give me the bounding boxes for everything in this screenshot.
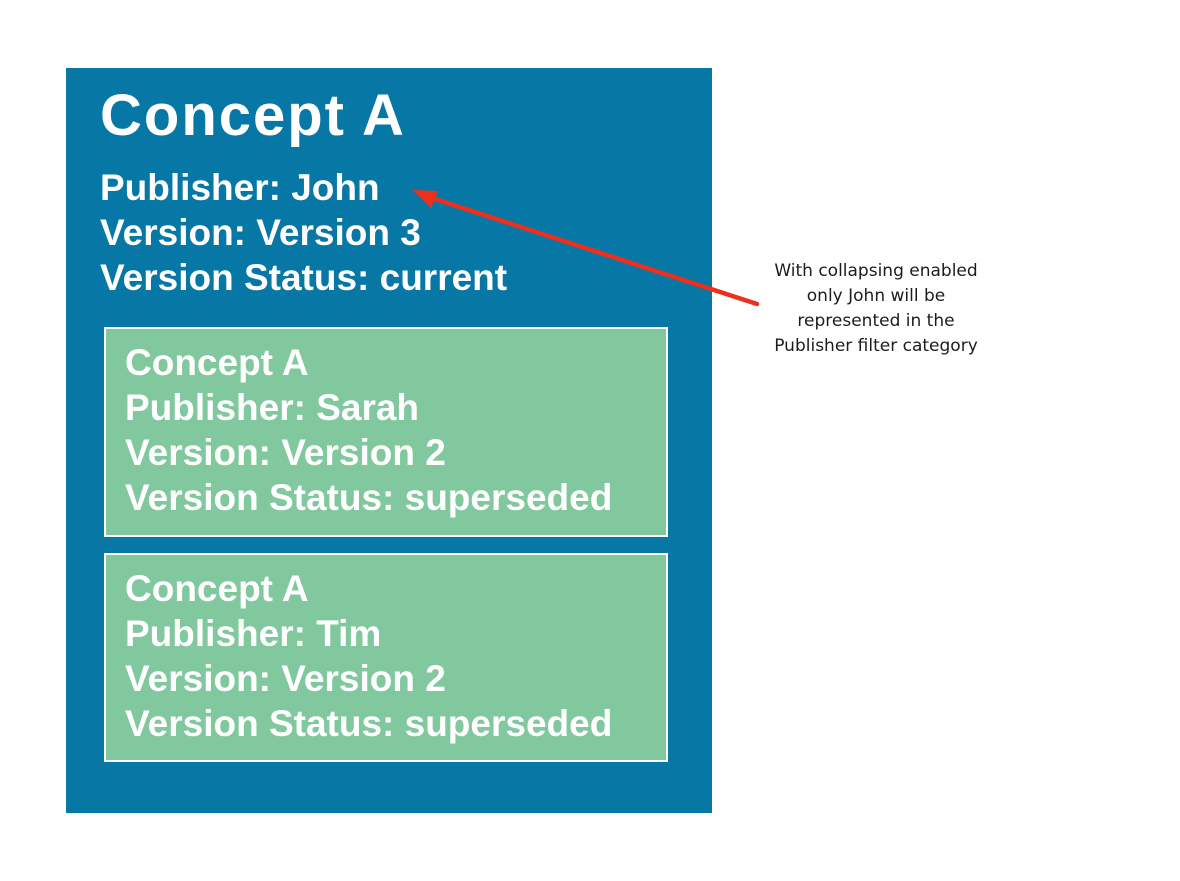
- card-version-line: Version: Version 2: [125, 432, 446, 473]
- card-publisher-line: Publisher: Tim: [125, 613, 382, 654]
- annotation-caption-line: Publisher filter category: [774, 336, 978, 356]
- card-version-status-line: Version Status: superseded: [125, 703, 613, 744]
- card-version-line: Version: Version 2: [125, 658, 446, 699]
- concept-group-box: Concept A Publisher: John Version: Versi…: [66, 68, 712, 813]
- card-publisher-line: Publisher: Sarah: [125, 387, 420, 428]
- card-version-status-line: Version Status: superseded: [125, 477, 613, 518]
- publisher-line: Publisher: John: [100, 167, 380, 208]
- annotation-caption-line: With collapsing enabled: [774, 261, 978, 281]
- superseded-version-card-sarah: Concept A Publisher: Sarah Version: Vers…: [104, 327, 668, 537]
- concept-title: Concept A: [100, 83, 406, 148]
- annotation-caption-line: only John will be: [806, 286, 946, 306]
- annotation-caption: With collapsing enabled only John will b…: [746, 259, 1006, 359]
- version-status-line: Version Status: current: [100, 257, 508, 298]
- card-concept-line: Concept A: [125, 342, 309, 383]
- annotation-caption-line: represented in the: [797, 311, 955, 331]
- version-line: Version: Version 3: [100, 212, 421, 253]
- concept-attributes: Publisher: John Version: Version 3 Versi…: [100, 165, 507, 300]
- superseded-version-card-tim: Concept A Publisher: Tim Version: Versio…: [104, 553, 668, 762]
- card-concept-line: Concept A: [125, 568, 309, 609]
